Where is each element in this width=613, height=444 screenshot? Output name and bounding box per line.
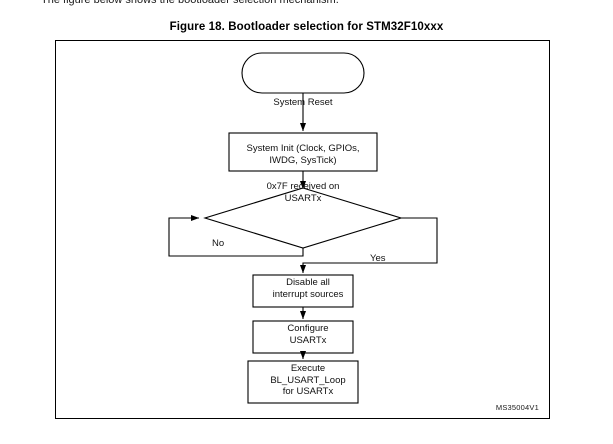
document-id-label: MS35004V1 <box>495 403 539 412</box>
edge-no-loop <box>168 214 304 257</box>
intro-paragraph: The figure below shows the bootloader se… <box>41 0 339 6</box>
node-configure-usart-shape <box>252 320 354 354</box>
edge-yes-path <box>299 217 438 274</box>
figure-frame: System Reset System Init (Clock, GPIOs, … <box>55 40 550 419</box>
node-system-init-shape <box>228 132 378 172</box>
flowchart-canvas <box>168 52 438 404</box>
figure-caption: Figure 18. Bootloader selection for STM3… <box>169 21 444 33</box>
node-disable-irq-shape <box>252 274 354 308</box>
node-system-reset-shape <box>241 52 365 94</box>
node-decision-shape <box>203 187 403 249</box>
node-execute-loop-shape <box>247 360 359 404</box>
